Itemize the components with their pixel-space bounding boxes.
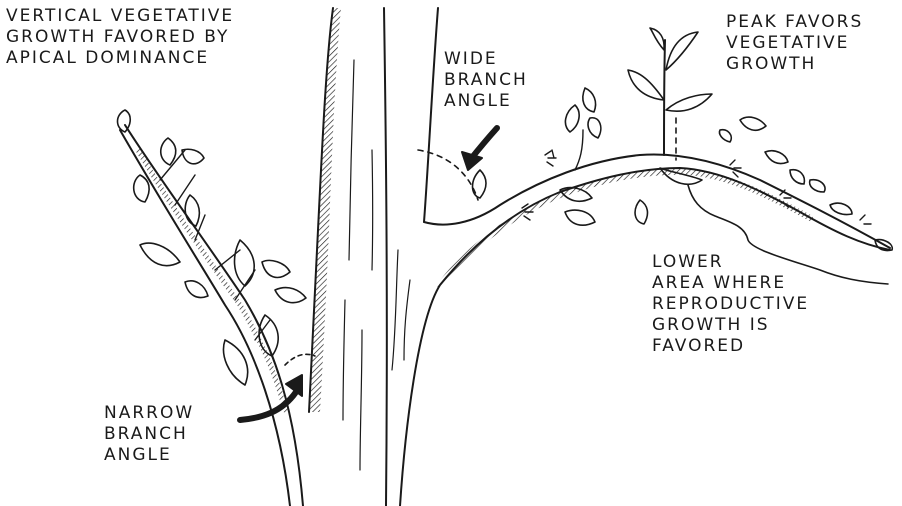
lower-area-line-2: AREA WHERE [652,273,809,294]
wide-angle-arrow [462,128,497,170]
lower-area-line-5: FAVORED [652,336,809,357]
tree-trunk [309,8,387,506]
peak-line-1: PEAK FAVORS [726,12,863,33]
lower-area-line-3: REPRODUCTIVE [652,294,809,315]
vertical-growth-line-2: GROWTH FAVORED BY [6,27,234,48]
narrow-angle-line-3: ANGLE [104,445,194,466]
lower-area-line-4: GROWTH IS [652,315,809,336]
peak-line-3: GROWTH [726,54,863,75]
narrow-angle-line-1: NARROW [104,403,194,424]
narrow-angle-arrow [240,375,302,420]
wide-angle-label: WIDE BRANCH ANGLE [444,49,528,112]
vertical-growth-line-1: VERTICAL VEGETATIVE [6,6,234,27]
narrow-angle-line-2: BRANCH [104,424,194,445]
peak-label: PEAK FAVORS VEGETATIVE GROWTH [726,12,863,75]
peak-line-2: VEGETATIVE [726,33,863,54]
wide-angle-line-1: WIDE [444,49,528,70]
narrow-branch-leaves [118,110,307,385]
lower-area-line-1: LOWER [652,252,809,273]
vertical-growth-line-3: APICAL DOMINANCE [6,48,234,69]
vertical-growth-label: VERTICAL VEGETATIVE GROWTH FAVORED BY AP… [6,6,234,69]
wide-angle-line-3: ANGLE [444,91,528,112]
wide-angle-line-2: BRANCH [444,70,528,91]
narrow-angle-label: NARROW BRANCH ANGLE [104,403,194,466]
lower-area-label: LOWER AREA WHERE REPRODUCTIVE GROWTH IS … [652,252,809,357]
peak-shoot [628,28,712,224]
